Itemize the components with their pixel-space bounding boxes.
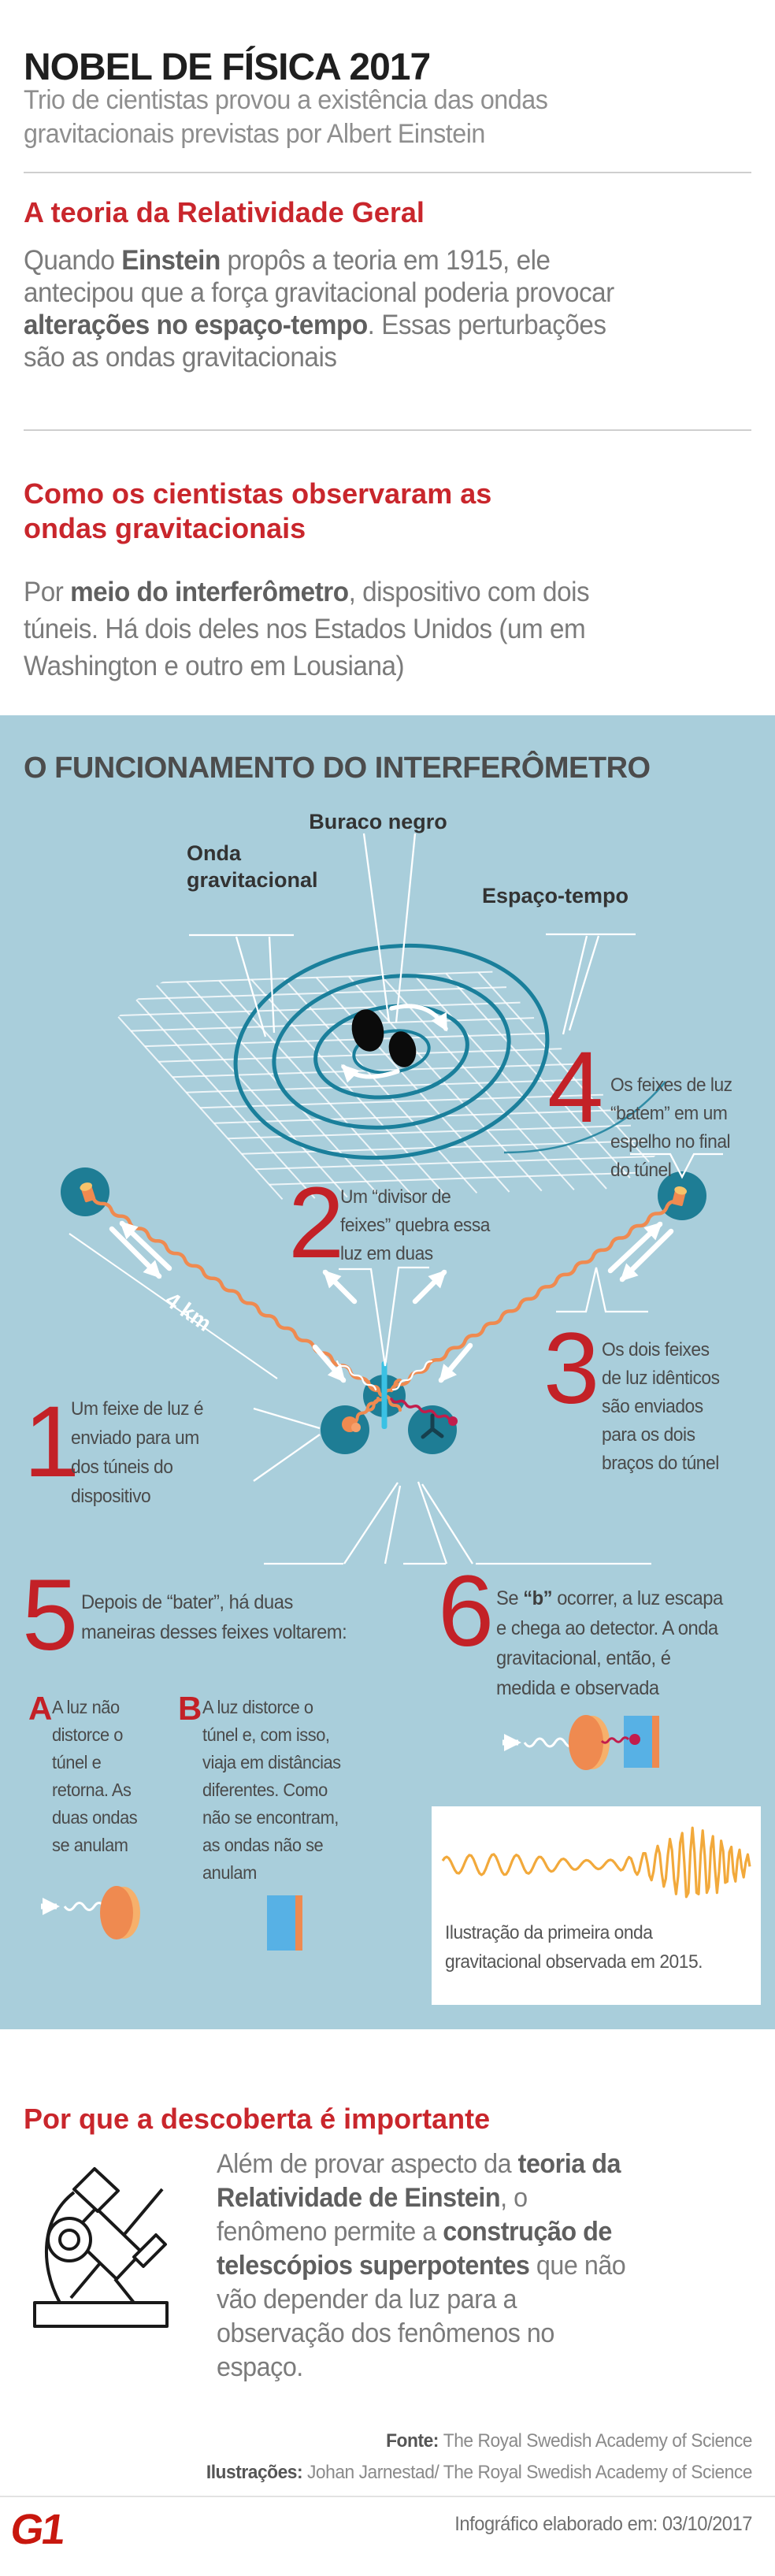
pointer-step1 bbox=[253, 1407, 321, 1482]
pointer-black-hole bbox=[362, 833, 417, 1023]
step-1-text: Um feixe de luz é enviado para um dos tú… bbox=[71, 1398, 204, 1507]
beam-direction-arrows-icon bbox=[109, 1220, 674, 1383]
black-holes-icon bbox=[351, 1009, 417, 1067]
spacetime-mesh-icon bbox=[88, 971, 673, 1201]
section-heading-relativity: A teoria da Relatividade Geral bbox=[24, 196, 425, 228]
option-b-letter: B bbox=[178, 1690, 202, 1727]
rotation-arrows-icon bbox=[341, 1004, 448, 1083]
mirror-puck-left-icon bbox=[80, 1182, 96, 1203]
splitter-bar-icon bbox=[381, 1361, 388, 1429]
paragraph-relativity: Quando Einstein propôs a teoria em 1915,… bbox=[24, 245, 614, 373]
section-heading-observation: Como os cientistas observaram as ondas g… bbox=[24, 477, 492, 544]
divider-middle bbox=[24, 429, 751, 431]
pointer-grav-wave bbox=[189, 934, 294, 1037]
interferometer-diagram bbox=[41, 833, 723, 1951]
paragraph-observation: Por meio do interferômetro, dispositivo … bbox=[24, 577, 590, 681]
step-1-number: 1 bbox=[24, 1386, 80, 1498]
page-subtitle: Trio de cientistas provou a existência d… bbox=[24, 85, 548, 149]
gravitational-wave-rings-icon bbox=[233, 943, 666, 1160]
step-2-text: Um “divisor de feixes” quebra essa luz e… bbox=[340, 1186, 490, 1264]
label-pointer-lines bbox=[189, 833, 723, 1565]
pointer-step3 bbox=[556, 1267, 648, 1313]
label-spacetime: Espaço-tempo bbox=[482, 884, 629, 908]
pointer-spacetime bbox=[546, 933, 636, 1035]
paragraph-importance: Além de provar aspecto da teoria da Rela… bbox=[217, 2149, 626, 2382]
detector-signal-dot-icon bbox=[448, 1416, 458, 1426]
step-4-text: Os feixes de luz “batem” em um espelho n… bbox=[610, 1075, 732, 1181]
step-6-number: 6 bbox=[438, 1555, 495, 1668]
step-5-number: 5 bbox=[22, 1559, 79, 1672]
step6-detector-icon bbox=[502, 1715, 659, 1770]
footer-source: Fonte: The Royal Swedish Academy of Scie… bbox=[386, 2430, 752, 2452]
option-a-icon bbox=[41, 1886, 140, 1939]
step-3-number: 3 bbox=[543, 1312, 600, 1425]
card-caption: Ilustração da primeira onda gravitaciona… bbox=[445, 1922, 703, 1973]
pointer-steps56 bbox=[264, 1481, 651, 1565]
pointer-step4 bbox=[630, 1153, 723, 1179]
step-3-text: Os dois feixes de luz idênticos são envi… bbox=[602, 1339, 720, 1474]
section-heading-importance: Por que a descoberta é importante bbox=[24, 2103, 491, 2135]
option-a-letter: A bbox=[28, 1690, 53, 1727]
step-5-text: Depois de “bater”, há duas maneiras dess… bbox=[81, 1591, 347, 1643]
label-grav-wave: Onda gravitacional bbox=[187, 841, 318, 892]
option-b-icon bbox=[267, 1895, 302, 1951]
waveform-card: Ilustração da primeira onda gravitaciona… bbox=[432, 1806, 761, 2005]
divider-footer bbox=[0, 2496, 775, 2497]
label-black-hole: Buraco negro bbox=[309, 810, 447, 833]
gravitational-wave-chirp-icon bbox=[441, 1826, 751, 1899]
step-4-number: 4 bbox=[547, 1031, 604, 1144]
divider-top bbox=[24, 172, 751, 173]
page-title: NOBEL DE FÍSICA 2017 bbox=[24, 46, 431, 88]
interferometer-panel: O FUNCIONAMENTO DO INTERFERÔMETRO bbox=[0, 715, 775, 2029]
g1-logo: G1 bbox=[7, 2506, 67, 2553]
detector-y-icon bbox=[421, 1413, 444, 1439]
option-b-text: A luz distorce o túnel e, com isso, viaj… bbox=[202, 1697, 341, 1883]
distance-line-icon bbox=[69, 1233, 278, 1379]
footer-illustrations: Ilustrações: Johan Jarnestad/ The Royal … bbox=[206, 2462, 753, 2483]
laser-source-icon bbox=[342, 1416, 361, 1432]
footer-date: Infográfico elaborado em: 03/10/2017 bbox=[454, 2513, 752, 2535]
step-2-number: 2 bbox=[288, 1167, 345, 1279]
mirror-puck-right-icon bbox=[672, 1186, 688, 1206]
pointer-step2 bbox=[339, 1266, 429, 1367]
microscope-icon bbox=[33, 2167, 169, 2328]
panel-title: O FUNCIONAMENTO DO INTERFERÔMETRO bbox=[24, 752, 651, 785]
step-6-text: Se “b” ocorrer, a luz escapa e chega ao … bbox=[496, 1587, 723, 1699]
option-a-text: A luz não distorce o túnel e retorna. As… bbox=[52, 1697, 138, 1855]
